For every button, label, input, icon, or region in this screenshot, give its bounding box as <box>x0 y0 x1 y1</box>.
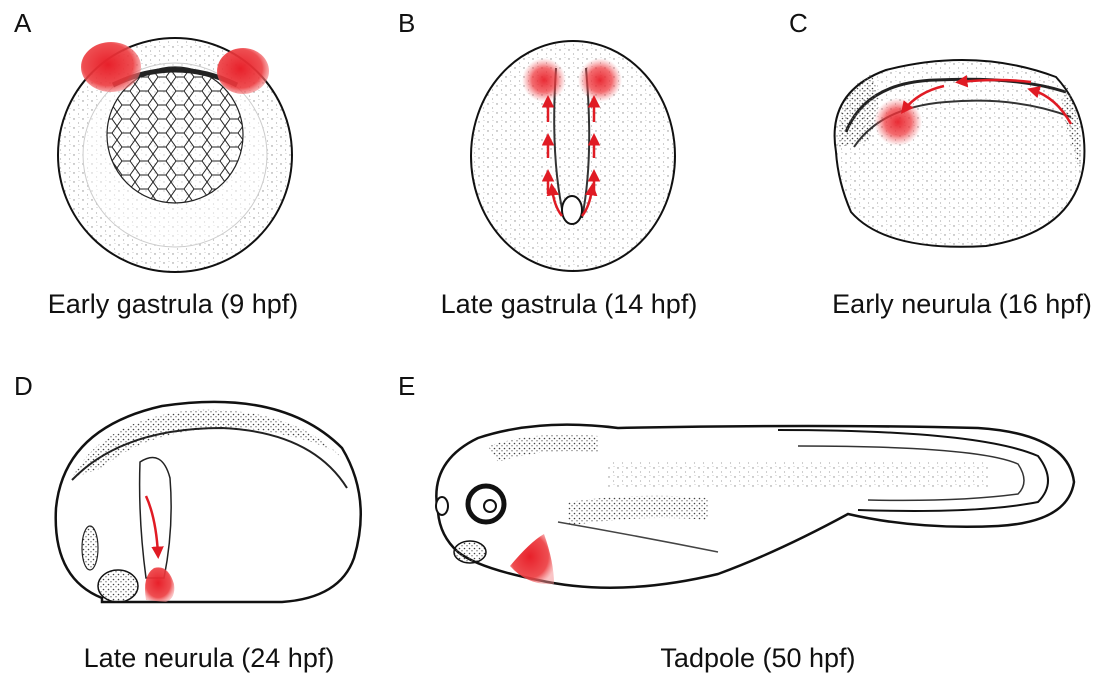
late-neurula-drawing <box>42 398 372 613</box>
panel-letter: D <box>14 373 33 399</box>
red-spot <box>874 98 922 146</box>
blastopore <box>562 196 582 224</box>
early-neurula-drawing <box>826 52 1096 252</box>
somites <box>608 462 988 488</box>
nasal-pit <box>436 497 448 515</box>
tadpole-drawing <box>418 402 1096 602</box>
eye-pupil <box>484 500 496 512</box>
late-gastrula-drawing <box>468 38 678 278</box>
panel-caption: Early gastrula (9 hpf) <box>38 291 308 318</box>
panel-letter: C <box>789 10 808 36</box>
embryo-outline <box>471 41 675 271</box>
panel-letter: A <box>14 10 31 36</box>
red-spot-right <box>578 58 622 102</box>
panel-caption: Late gastrula (14 hpf) <box>428 291 710 318</box>
branchial-arch <box>140 458 172 578</box>
embryo-outline <box>56 402 361 602</box>
red-region-right <box>217 48 269 94</box>
red-spot-left <box>522 58 566 102</box>
cement-gland <box>454 541 486 563</box>
panel-caption: Early neurula (16 hpf) <box>820 291 1104 318</box>
panel-letter: B <box>398 10 415 36</box>
eye-placode <box>82 526 98 570</box>
panel-letter: E <box>398 373 415 399</box>
panel-caption: Tadpole (50 hpf) <box>604 645 912 672</box>
early-gastrula-drawing <box>45 35 305 275</box>
panel-caption: Late neurula (24 hpf) <box>70 645 348 672</box>
cement-gland <box>98 570 138 602</box>
red-region-left <box>81 42 141 92</box>
